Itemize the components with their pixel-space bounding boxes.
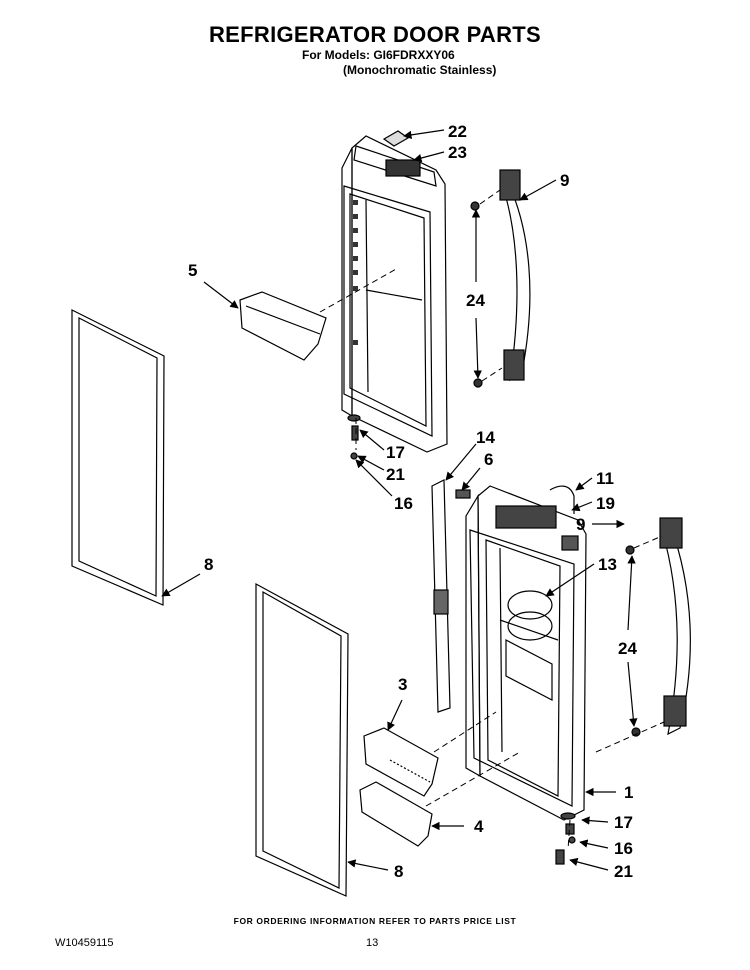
callout-23: 23: [448, 143, 467, 162]
callout-16: 16: [394, 494, 413, 513]
callout-9: 9: [576, 515, 585, 534]
callout-21: 21: [614, 862, 633, 881]
handle-mount-stud: [470, 201, 480, 211]
callout-24: 24: [618, 639, 637, 658]
callout-6: 6: [484, 450, 493, 469]
handle-mount-stud: [625, 545, 635, 555]
door-bin-lower: [359, 781, 433, 847]
callout-8: 8: [204, 555, 213, 574]
document-number: W10459115: [55, 937, 114, 949]
water-tube-fitting: [549, 485, 575, 514]
callout-11: 11: [596, 469, 614, 488]
door-bin-upper: [239, 291, 327, 361]
callout-1: 1: [624, 783, 633, 802]
callout-8: 8: [394, 862, 403, 881]
handle-mount-stud: [473, 378, 483, 388]
callout-17: 17: [386, 443, 405, 462]
callout-24: 24: [466, 291, 485, 310]
assembly-guide-lines: [319, 189, 665, 851]
callout-4: 4: [474, 817, 484, 836]
page-number: 13: [366, 937, 379, 949]
callout-leaders: [161, 129, 638, 871]
callout-19: 19: [596, 494, 615, 513]
page-title: REFRIGERATOR DOOR PARTS: [208, 22, 542, 47]
upper-door-inner-panel: [341, 135, 448, 453]
door-bin-middle: [363, 727, 439, 797]
callout-3: 3: [398, 675, 407, 694]
callout-14: 14: [476, 428, 495, 447]
upper-door-cap: [382, 130, 410, 147]
callout-17: 17: [614, 813, 633, 832]
callout-5: 5: [188, 261, 197, 280]
callout-13: 13: [598, 555, 617, 574]
upper-door-handle: [499, 169, 531, 382]
lower-door-inner-panel: [465, 485, 587, 821]
door-gasket-left: [71, 309, 165, 606]
hinge-hardware: [347, 414, 576, 865]
model-number: For Models: GI6FDRXXY06: [302, 48, 455, 62]
callout-9: 9: [560, 171, 569, 190]
door-trim-strip: [431, 479, 451, 713]
door-gasket-right: [255, 582, 349, 897]
callout-16: 16: [614, 839, 633, 858]
door-hinge-pin: [455, 489, 471, 499]
model-finish: (Monochromatic Stainless): [343, 63, 497, 77]
callout-21: 21: [386, 465, 405, 484]
ordering-note: FOR ORDERING INFORMATION REFER TO PARTS …: [233, 916, 517, 926]
callout-22: 22: [448, 122, 467, 141]
lower-door-handle: [659, 517, 691, 736]
